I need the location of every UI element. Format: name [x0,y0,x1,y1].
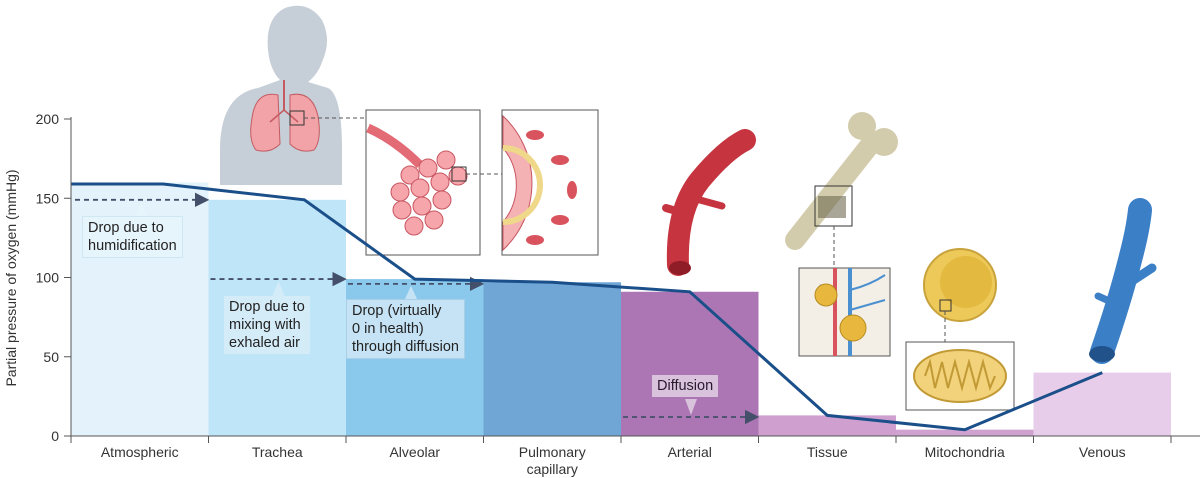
cell-icon [923,248,997,322]
annotation-pointer [135,201,147,216]
category-label-alveolar: Alveolar [389,444,440,460]
artery-icon [662,129,756,276]
y-axis-ticks: 0 50 100 150 200 [36,111,71,444]
annotation-diffusion-drop: Drop (virtually 0 in health) through dif… [346,299,465,359]
bone-icon [785,112,898,250]
oxygen-pressure-line [71,182,1103,432]
illustrations [220,5,1157,411]
annotation-pointer [685,399,697,415]
annotation-mixing: Drop due to mixing with exhaled air [224,296,310,354]
bar-venous [1033,372,1171,436]
bar-arterial [621,291,759,436]
alveoli-icon [365,109,481,256]
arrows [75,192,760,425]
category-label-venous: Venous [1079,444,1126,460]
annotation-humidification: Drop due to humidification [82,216,183,258]
vein-icon [1089,198,1157,364]
category-label-mitochondria: Mitochondria [925,444,1005,460]
category-label-trachea: Trachea [252,444,303,460]
axes [70,117,1200,437]
bar-pulmonary-capillary [483,282,621,436]
y-tick-label: 200 [36,111,60,127]
human-silhouette-icon [220,5,342,186]
capillary-bed-icon [798,267,891,357]
mitochondrion-icon [905,341,1015,411]
category-label-tissue: Tissue [807,444,848,460]
annotation-diffusion: Diffusion [652,375,719,397]
category-label-atmospheric: Atmospheric [101,444,179,460]
y-tick-label: 50 [43,349,59,365]
annotation-pointer [405,285,417,299]
category-label-arterial: Arterial [668,444,712,460]
bar-mitochondria [896,429,1034,436]
y-tick-label: 150 [36,190,60,206]
alveolus-section-icon [501,109,599,256]
bar-tissue [758,415,896,436]
y-tick-label: 100 [36,270,60,286]
lungs-icon [250,80,320,152]
y-tick-label: 0 [51,428,59,444]
y-axis-label: Partial pressure of oxygen (mmHg) [3,169,19,386]
annotation-pointer [272,281,285,296]
